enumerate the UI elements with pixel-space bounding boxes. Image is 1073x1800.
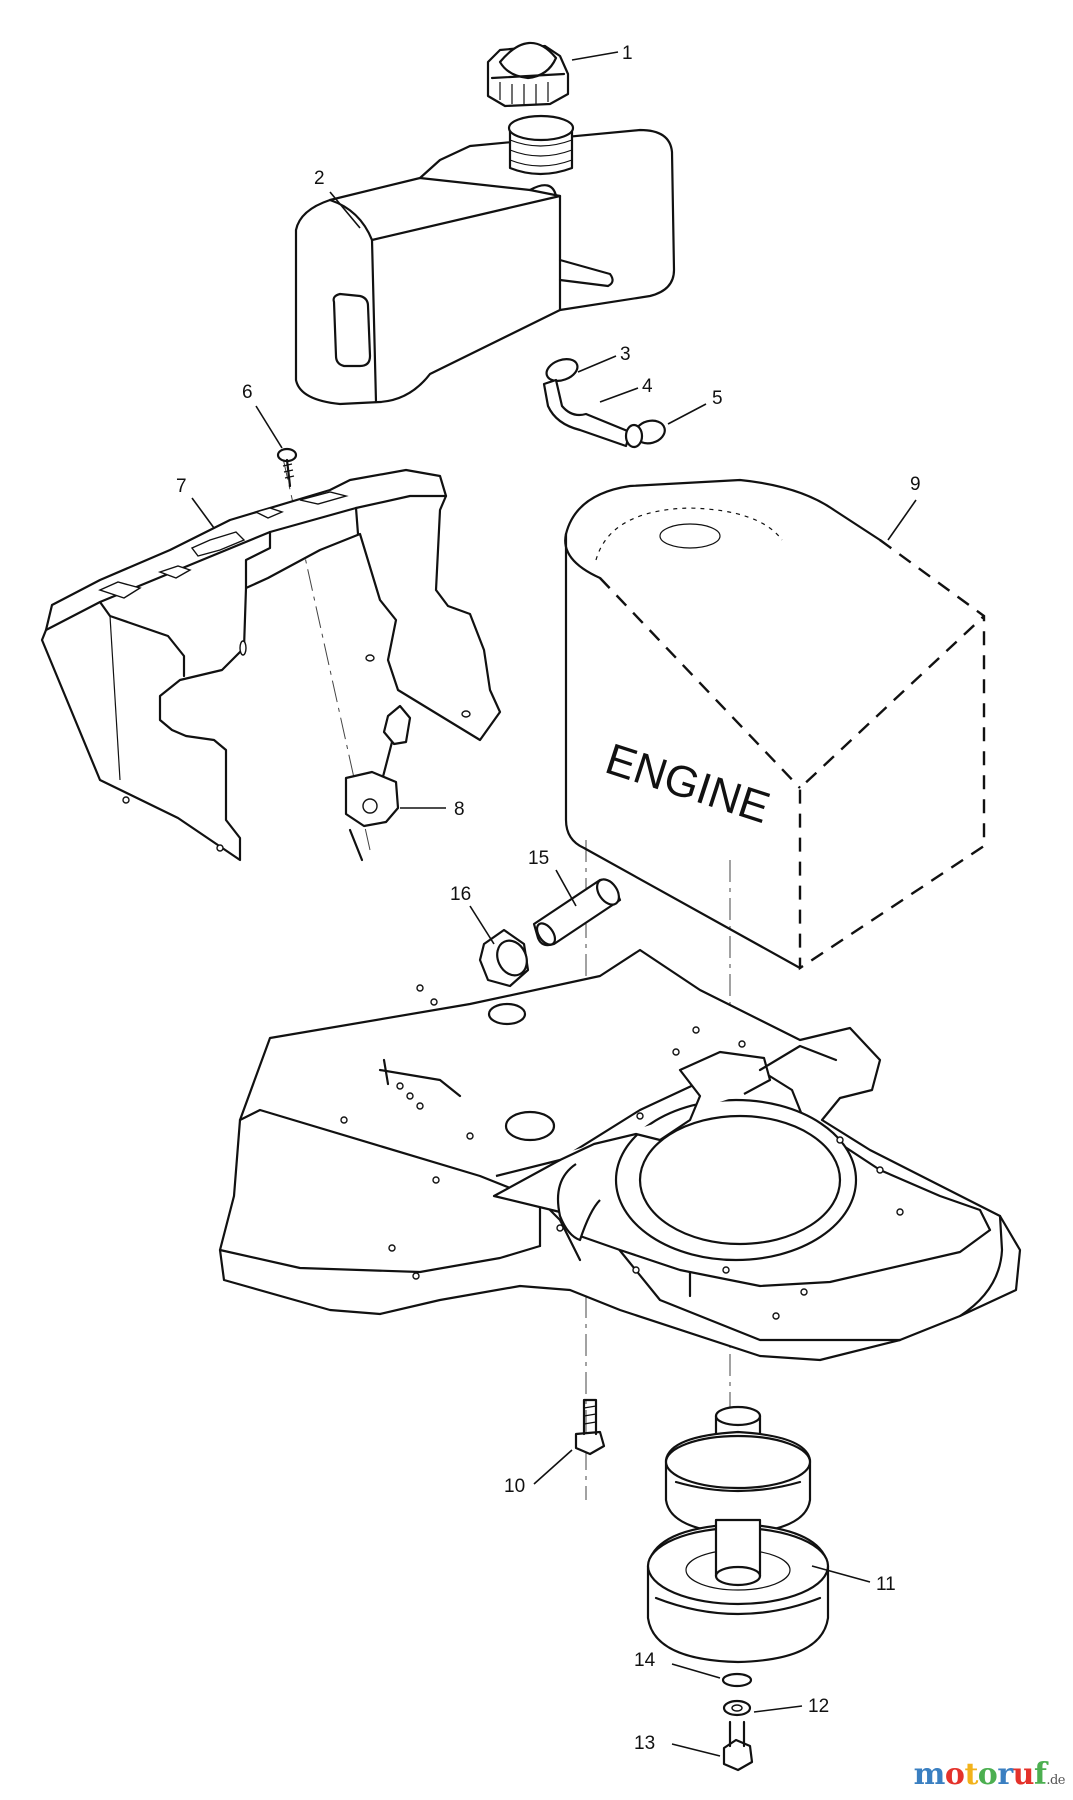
pulley-11	[646, 1405, 830, 1664]
callout-4: 4	[642, 376, 653, 397]
callout-2: 2	[314, 168, 325, 189]
chassis-frame	[218, 948, 1022, 1362]
washer-14	[721, 1672, 753, 1688]
fuel-cap	[486, 41, 570, 108]
watermark-letter: t	[964, 1757, 978, 1792]
callout-1: 1	[622, 43, 633, 64]
fuel-line-assembly	[542, 358, 666, 449]
callout-8: 8	[454, 799, 465, 820]
nut-16	[478, 928, 530, 988]
watermark-letter: o	[944, 1757, 965, 1792]
screw-6	[276, 447, 298, 488]
washer-12	[722, 1699, 752, 1717]
bolt-13	[722, 1720, 754, 1772]
callout-6: 6	[242, 382, 253, 403]
callout-12: 12	[808, 1696, 829, 1717]
callout-11: 11	[876, 1574, 896, 1595]
motoruf-watermark-logo: motoruf.de	[914, 1757, 1066, 1792]
leader-lines	[191, 51, 917, 1757]
dash-panel	[40, 468, 502, 862]
callout-15: 15	[528, 848, 549, 869]
callouts: 1 2 3 4 5 6 7 8 9 10 11 12 13 14 15 16	[176, 43, 921, 1754]
watermark-letter: f	[1033, 1757, 1047, 1792]
watermark-letter: o	[977, 1757, 998, 1792]
callout-14: 14	[634, 1650, 656, 1671]
callout-7: 7	[176, 476, 187, 497]
engine: ENGINE	[564, 478, 986, 971]
fuel-tank	[294, 114, 676, 406]
callout-13: 13	[634, 1733, 655, 1754]
watermark-letter: m	[913, 1757, 946, 1792]
bolt-10	[574, 1398, 606, 1456]
watermark-suffix: .de	[1046, 1773, 1065, 1788]
callout-5: 5	[712, 388, 723, 409]
callout-3: 3	[620, 344, 631, 365]
watermark-letter: r	[997, 1757, 1013, 1792]
spacer-15	[532, 878, 622, 947]
callout-9: 9	[910, 474, 921, 495]
callout-16: 16	[450, 884, 471, 905]
callout-10: 10	[504, 1476, 525, 1497]
watermark-letter: u	[1012, 1757, 1035, 1792]
watermark-letters: motoruf	[914, 1757, 1047, 1792]
engine-label: ENGINE	[600, 734, 776, 833]
throttle-lever	[344, 704, 412, 862]
